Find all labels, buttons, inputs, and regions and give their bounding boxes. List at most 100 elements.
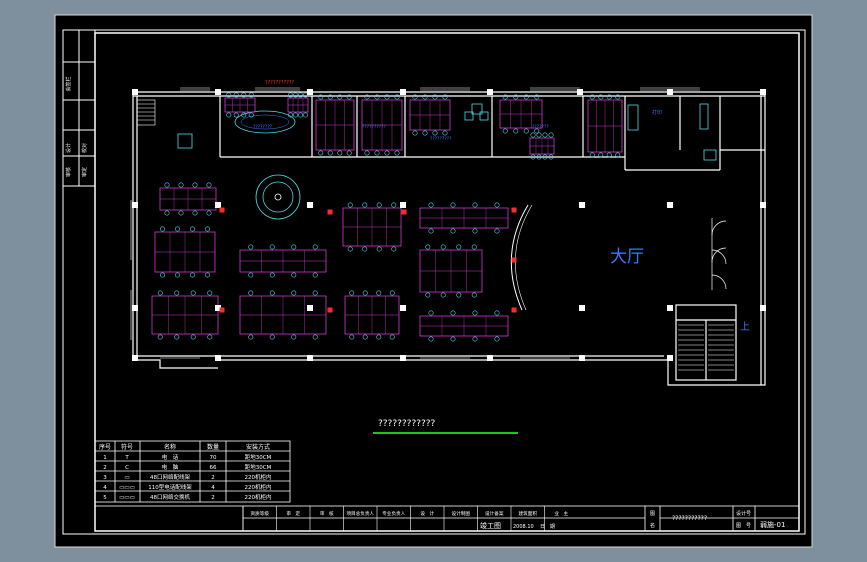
chair-mark — [472, 228, 478, 234]
chair-mark — [362, 202, 368, 208]
chair-mark — [542, 154, 548, 160]
chair-mark — [233, 92, 239, 98]
chair-mark — [494, 202, 500, 208]
chair-mark — [175, 226, 181, 232]
title-block-header-cell: 业 主 — [554, 510, 568, 517]
column-mark — [307, 89, 313, 95]
chair-mark — [472, 336, 478, 342]
chair-mark — [472, 310, 478, 316]
chair-mark — [513, 128, 519, 134]
chair-mark — [450, 228, 456, 234]
title-block-header-cell: 设计备案 — [485, 510, 504, 517]
chair-mark — [376, 334, 382, 340]
schedule-cell: 距地30CM — [245, 453, 272, 461]
chair-mark — [292, 92, 298, 98]
drawing-name-label: 图 — [650, 511, 655, 517]
chair-mark — [349, 334, 355, 340]
chair-mark — [606, 94, 612, 100]
room-label-office-b: ????????? — [430, 136, 452, 142]
column-mark — [215, 202, 221, 208]
chair-mark — [432, 94, 438, 100]
sheet-number-label: 设计号 — [736, 510, 751, 517]
chair-mark — [523, 94, 529, 100]
chair-mark — [494, 228, 500, 234]
chair-mark — [542, 132, 548, 138]
chair-mark — [389, 290, 395, 296]
column-mark — [579, 305, 585, 311]
chair-mark — [364, 150, 370, 156]
schedule-cell: 48口网络配线架 — [150, 473, 190, 481]
left-strip — [62, 29, 96, 187]
chair-mark — [494, 336, 500, 342]
chair-mark — [192, 182, 198, 188]
title-block-header-cell: 设 计 — [420, 510, 434, 517]
column-mark — [667, 355, 673, 361]
socket-mark — [219, 307, 225, 313]
sheet-title: ???????????? — [378, 419, 436, 429]
column-mark — [579, 355, 585, 361]
column-mark — [487, 89, 493, 95]
schedule-cell: 70 — [210, 455, 217, 461]
chair-mark — [287, 92, 293, 98]
chair-mark — [376, 246, 382, 252]
red-room-title: ??????????? — [265, 80, 295, 86]
curved-wall — [510, 204, 529, 311]
chair-mark — [534, 94, 540, 100]
chair-mark — [157, 290, 163, 296]
chair-mark — [346, 150, 352, 156]
chair-mark — [412, 94, 418, 100]
chair-mark — [190, 290, 196, 296]
chair-mark — [394, 150, 400, 156]
equipment-schedule — [94, 440, 291, 503]
chair-mark — [287, 112, 293, 118]
chair-mark — [530, 132, 536, 138]
chair-mark — [598, 152, 604, 158]
chair-mark — [302, 112, 308, 118]
chair-mark — [450, 202, 456, 208]
chair-mark — [347, 246, 353, 252]
drawing-paper — [54, 14, 813, 548]
chair-mark — [548, 154, 554, 160]
chair-mark — [513, 94, 519, 100]
chair-mark — [226, 112, 232, 118]
chair-mark — [192, 210, 198, 216]
chair-mark — [206, 210, 212, 216]
sheet-number-label-2: 图 号 — [736, 523, 751, 529]
stair-up-label: 上 — [740, 321, 750, 333]
chair-mark — [241, 92, 247, 98]
stair-top-left — [136, 99, 156, 126]
chair-mark — [174, 290, 180, 296]
schedule-cell: 66 — [210, 465, 217, 471]
socket-mark — [327, 307, 333, 313]
chair-mark — [207, 290, 213, 296]
schedule-header-cell: 安装方式 — [246, 443, 270, 451]
chair-mark — [205, 226, 211, 232]
chair-mark — [362, 290, 368, 296]
chair-mark — [178, 210, 184, 216]
date-value: 2008.10 — [513, 524, 534, 530]
chair-mark — [318, 150, 324, 156]
room-label-office-a: ?????????? — [362, 124, 386, 130]
chair-mark — [312, 272, 318, 278]
column-mark — [132, 355, 138, 361]
chair-mark — [174, 334, 180, 340]
chair-mark — [269, 290, 275, 296]
structural-columns — [132, 89, 766, 361]
chair-mark — [502, 128, 508, 134]
drawing-frame — [62, 29, 806, 535]
schedule-cell: 电 话 — [162, 453, 179, 461]
column-mark — [487, 355, 493, 361]
column-mark — [667, 305, 673, 311]
chair-mark — [440, 244, 446, 250]
chair-mark — [190, 226, 196, 232]
chair-mark — [327, 94, 333, 100]
strip-label-check: 校对 — [81, 143, 88, 153]
column-mark — [132, 305, 138, 311]
schedule-header-cell: 符号 — [121, 443, 133, 451]
chair-mark — [425, 292, 431, 298]
chair-mark — [442, 94, 448, 100]
chair-mark — [178, 182, 184, 188]
schedule-cell: 220机柜内 — [245, 493, 272, 501]
schedule-cell: 5 — [103, 495, 107, 501]
